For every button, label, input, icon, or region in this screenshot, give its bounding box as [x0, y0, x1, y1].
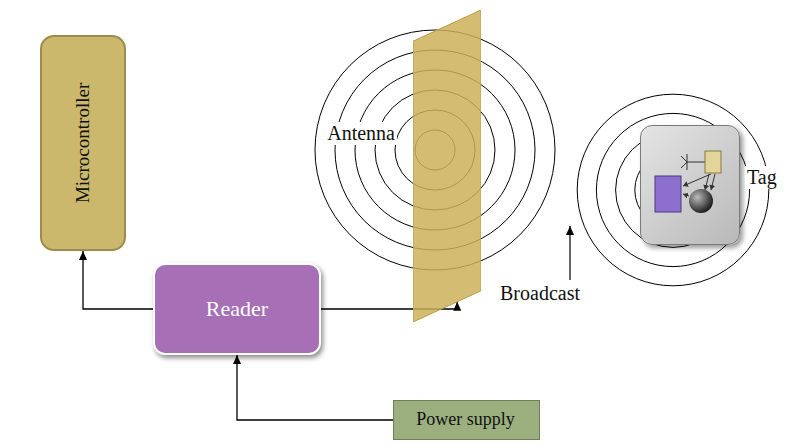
node-label: Power supply — [416, 409, 515, 430]
reader-box: Reader — [153, 263, 321, 355]
antenna-plate — [413, 10, 481, 322]
node-label: Antenna — [325, 122, 397, 145]
node-label: Tag — [745, 166, 779, 189]
node-label: Microcontroller — [72, 83, 94, 203]
broadcast-label: Broadcast — [498, 282, 582, 305]
node-label: Reader — [206, 296, 268, 321]
tag-chip-illustration — [641, 126, 741, 246]
signal-arrow — [83, 251, 153, 309]
leader-arrow — [569, 226, 570, 280]
power-supply-box: Power supply — [393, 400, 540, 440]
microcontroller-box: Microcontroller — [40, 35, 126, 251]
tag-box: Tag — [640, 125, 740, 245]
signal-arrow — [237, 355, 393, 420]
antenna-panel: Antenna — [413, 10, 481, 322]
